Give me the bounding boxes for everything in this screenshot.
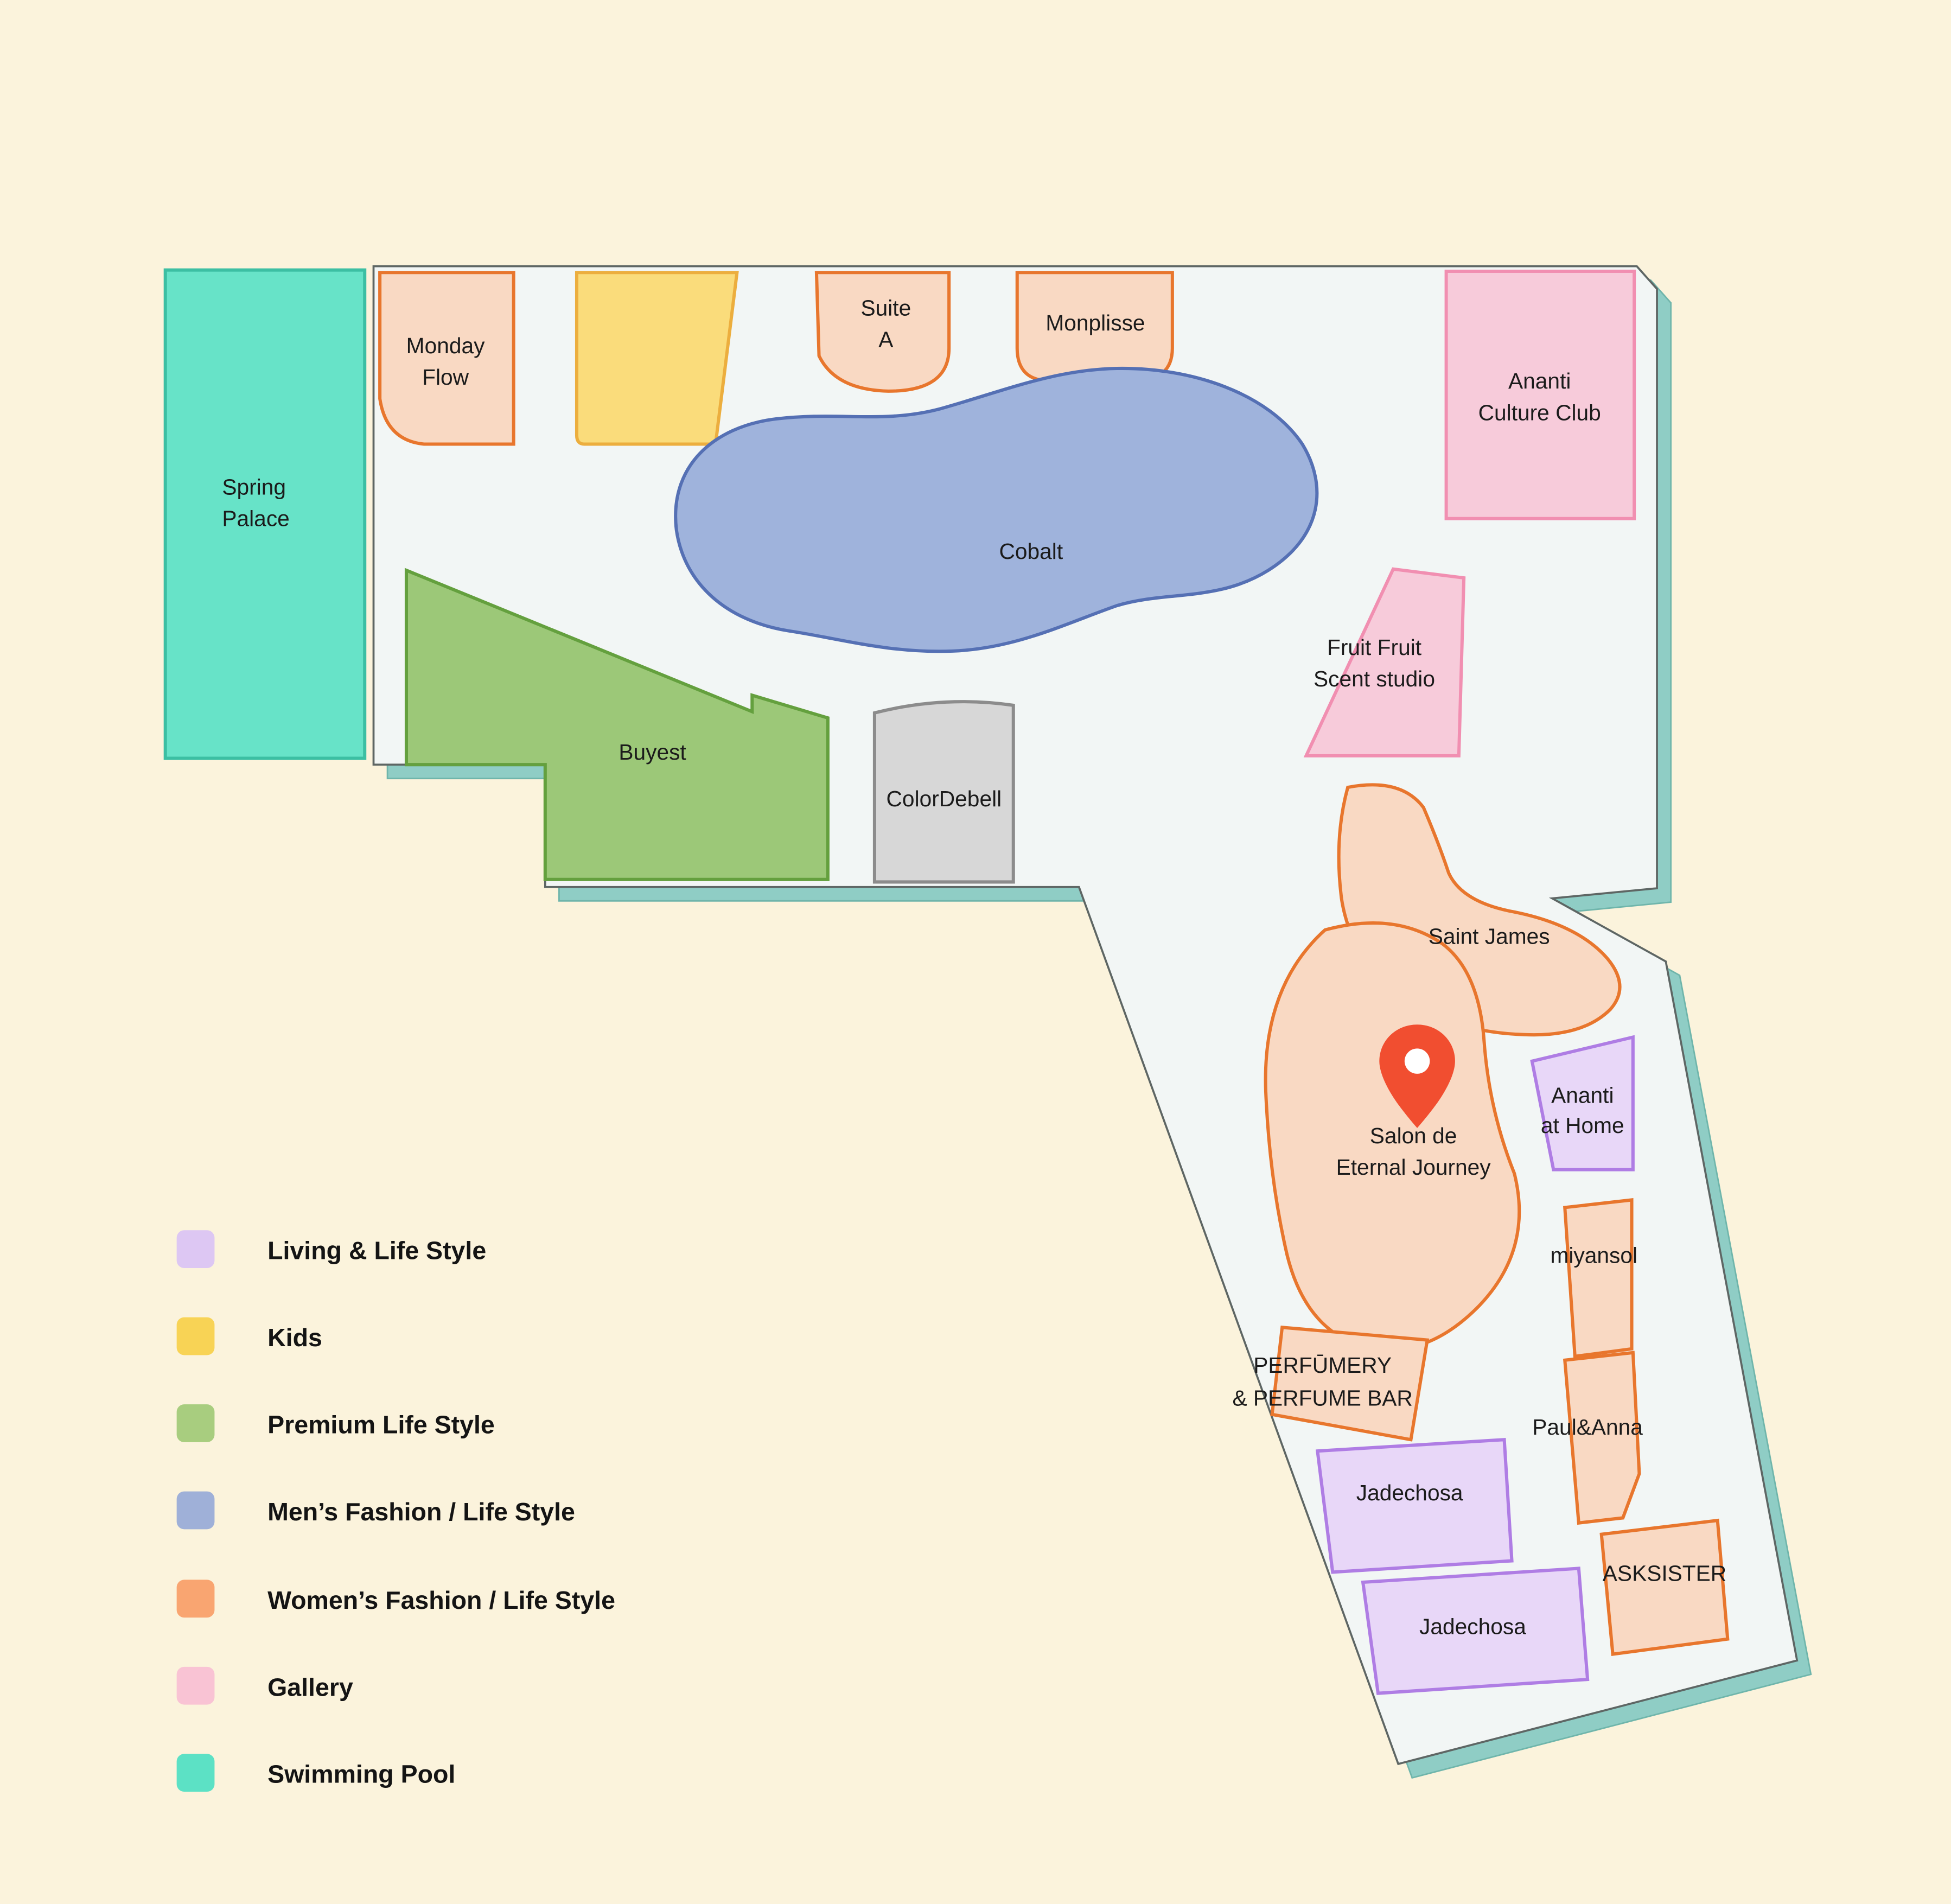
label-salon-2: Eternal Journey bbox=[1336, 1155, 1491, 1180]
shop-region-ananti-culture-club[interactable] bbox=[1444, 269, 1636, 520]
shop-region-cobalt[interactable] bbox=[674, 366, 1319, 653]
shop-region-jadechosa-upper[interactable] bbox=[1315, 1438, 1514, 1574]
shop-region-spring-palace[interactable] bbox=[163, 268, 367, 760]
shop-region-miyansol[interactable] bbox=[1563, 1198, 1634, 1359]
shop-region-perfumery[interactable] bbox=[1270, 1326, 1430, 1442]
shop-region-fruit-fruit[interactable] bbox=[1303, 567, 1466, 757]
label-fruit-fruit-2: Scent studio bbox=[1314, 666, 1435, 691]
shop-region-suite-a[interactable] bbox=[814, 271, 951, 393]
label-perfumery-2: & PERFUME BAR bbox=[1232, 1385, 1412, 1410]
label-ananti-culture-club-2: Culture Club bbox=[1478, 400, 1601, 425]
shop-region-asksister[interactable] bbox=[1599, 1518, 1730, 1656]
label-perfumery-1: PERFŪMERY bbox=[1253, 1353, 1392, 1378]
label-ananti-at-home-2: at Home bbox=[1541, 1113, 1624, 1138]
legend-label-kids: Kids bbox=[267, 1323, 322, 1352]
label-monday-flow-1: Monday bbox=[406, 333, 485, 358]
legend-label-pool: Swimming Pool bbox=[267, 1760, 455, 1788]
legend-swatch-mens bbox=[176, 1491, 215, 1530]
legend-label-living: Living & Life Style bbox=[267, 1237, 486, 1265]
label-ananti-at-home-1: Ananti bbox=[1551, 1082, 1614, 1107]
label-spring-palace-1: Spring bbox=[222, 475, 286, 500]
label-saint-james: Saint James bbox=[1429, 924, 1550, 948]
label-salon-1: Salon de bbox=[1370, 1123, 1457, 1148]
label-jadechosa-upper: Jadechosa bbox=[1356, 1480, 1463, 1505]
shop-region-jadechosa-lower[interactable] bbox=[1361, 1566, 1590, 1695]
shop-region-buyest[interactable] bbox=[404, 568, 830, 881]
shop-region-monday-flow[interactable] bbox=[378, 271, 515, 446]
legend-swatch-pool bbox=[176, 1754, 215, 1792]
label-cobalt: Cobalt bbox=[999, 539, 1063, 564]
label-fruit-fruit-1: Fruit Fruit bbox=[1327, 635, 1421, 660]
location-pin-body bbox=[1379, 1024, 1455, 1128]
label-buyest: Buyest bbox=[619, 740, 686, 765]
shop-region-kids-unlabeled[interactable] bbox=[575, 271, 739, 446]
shop-region-colordebell[interactable] bbox=[872, 700, 1015, 884]
legend-swatch-premium bbox=[176, 1404, 215, 1442]
label-suite-a-1: Suite bbox=[860, 295, 911, 320]
label-jadechosa-lower: Jadechosa bbox=[1419, 1614, 1526, 1639]
location-pin-dot bbox=[1404, 1048, 1430, 1074]
legend-label-womens: Women’s Fashion / Life Style bbox=[267, 1586, 615, 1614]
label-spring-palace-2: Palace bbox=[222, 506, 289, 531]
label-monplisse: Monplisse bbox=[1045, 310, 1145, 335]
shop-region-salon-de-eternal-journey[interactable] bbox=[1264, 921, 1521, 1352]
label-monday-flow-2: Flow bbox=[422, 365, 469, 390]
legend-swatch-gallery bbox=[176, 1666, 215, 1705]
location-pin-icon bbox=[1379, 1024, 1455, 1128]
legend: Living & Life Style Kids Premium Life St… bbox=[176, 1230, 615, 1792]
label-suite-a-2: A bbox=[878, 327, 894, 352]
legend-swatch-womens bbox=[176, 1580, 215, 1618]
label-paul-anna: Paul&Anna bbox=[1532, 1415, 1643, 1440]
legend-label-mens: Men’s Fashion / Life Style bbox=[267, 1498, 575, 1526]
label-miyansol: miyansol bbox=[1550, 1243, 1637, 1268]
label-colordebell: ColorDebell bbox=[887, 786, 1002, 811]
label-asksister: ASKSISTER bbox=[1603, 1561, 1726, 1586]
label-ananti-culture-club-1: Ananti bbox=[1508, 368, 1571, 393]
shop-region-ananti-at-home[interactable] bbox=[1530, 1035, 1635, 1171]
legend-swatch-living bbox=[176, 1230, 215, 1269]
legend-label-premium: Premium Life Style bbox=[267, 1411, 495, 1439]
shop-region-paul-anna[interactable] bbox=[1563, 1351, 1641, 1525]
legend-swatch-kids bbox=[176, 1317, 215, 1355]
legend-label-gallery: Gallery bbox=[267, 1673, 353, 1701]
